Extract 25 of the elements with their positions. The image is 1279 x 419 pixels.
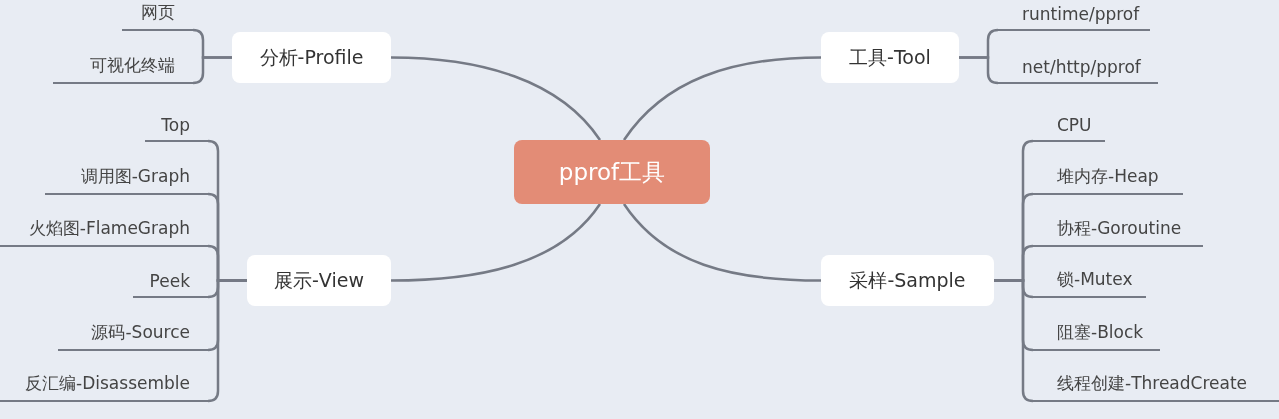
topic-box: 工具-Tool xyxy=(821,32,959,83)
subtopic-label: 锁-Mutex xyxy=(1033,268,1146,298)
topic-box: 采样-Sample xyxy=(821,255,994,306)
subtopic-label: 火焰图-FlameGraph xyxy=(0,217,208,247)
subtopic-label: 线程创建-ThreadCreate xyxy=(1033,372,1279,402)
subtopic-label: net/http/pprof xyxy=(998,54,1158,84)
topic-box: 分析-Profile xyxy=(232,32,391,83)
subtopic-label: CPU xyxy=(1033,112,1105,142)
subtopic-label: 源码-Source xyxy=(58,321,208,351)
connector-line xyxy=(623,56,822,141)
subtopic-label: 反汇编-Disassemble xyxy=(0,372,208,402)
connector-line xyxy=(623,203,822,282)
subtopic-label: Peek xyxy=(133,268,208,298)
subtopic-label: 阻塞-Block xyxy=(1033,321,1160,351)
subtopic-label: 可视化终端 xyxy=(53,54,193,84)
subtopic-label: 堆内存-Heap xyxy=(1033,165,1183,195)
subtopic-label: 网页 xyxy=(122,1,193,31)
subtopic-label: Top xyxy=(145,112,208,142)
connector-line xyxy=(390,56,601,141)
subtopic-label: runtime/pprof xyxy=(998,1,1150,31)
topic-box: 展示-View xyxy=(247,255,391,306)
connector-line xyxy=(390,203,601,282)
subtopic-label: 协程-Goroutine xyxy=(1033,217,1203,247)
subtopic-label: 调用图-Graph xyxy=(45,165,208,195)
central-topic: pprof工具 xyxy=(514,140,710,204)
